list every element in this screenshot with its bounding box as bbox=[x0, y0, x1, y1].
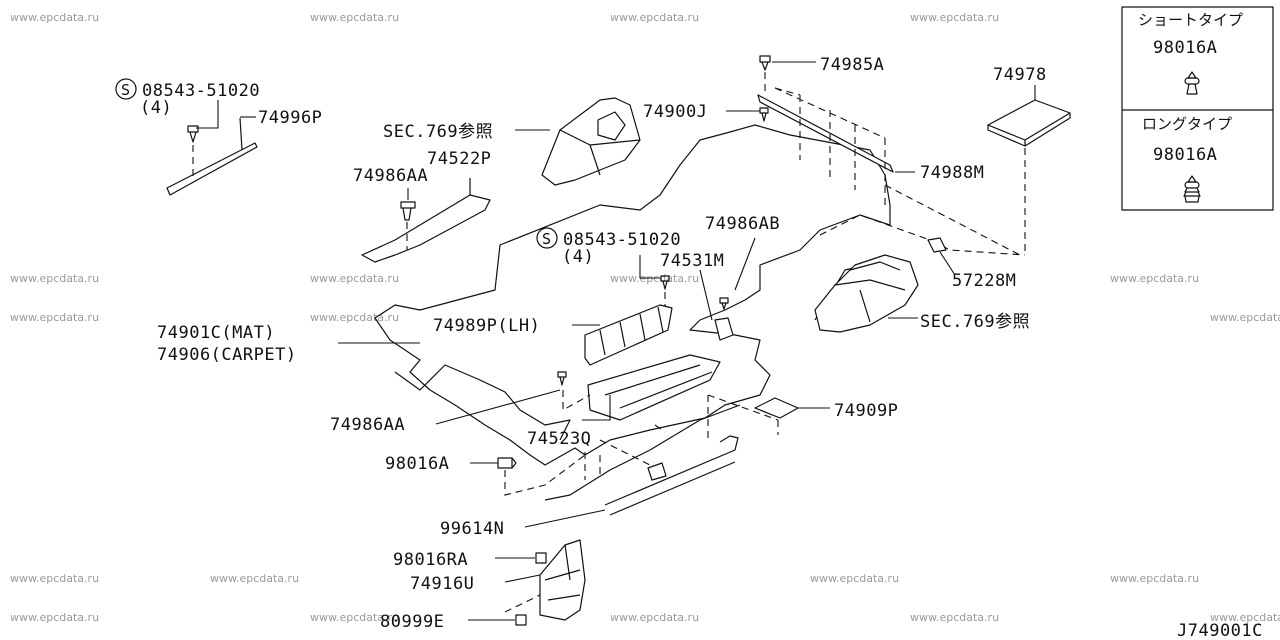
label-qty-4-b: (4) bbox=[562, 247, 594, 267]
watermark: www.epcdata.ru bbox=[10, 611, 99, 624]
watermark: www.epcdata.ru bbox=[10, 572, 99, 585]
watermark: www.epcdata.ru bbox=[210, 572, 299, 585]
watermark: www.epcdata.ru bbox=[910, 611, 999, 624]
legend-frame bbox=[1121, 6, 1274, 211]
watermark: www.epcdata.ru bbox=[910, 11, 999, 24]
part-57228M: 57228M bbox=[927, 237, 1016, 291]
label-74988M: 74988M bbox=[920, 163, 984, 183]
label-80999E: 80999E bbox=[380, 612, 444, 632]
watermark: www.epcdata.ru bbox=[310, 272, 399, 285]
watermark: www.epcdata.ru bbox=[810, 572, 899, 585]
label-74989P-LH: 74989P(LH) bbox=[433, 316, 540, 336]
label-sec769-lower: SEC.769参照 bbox=[920, 312, 1030, 332]
long-clip-icon bbox=[1183, 175, 1201, 203]
short-type-label: ショートタイプ bbox=[1138, 11, 1243, 29]
watermark: www.epcdata.ru bbox=[10, 311, 99, 324]
floor-carpet bbox=[374, 124, 896, 466]
label-qty-4-a: (4) bbox=[140, 98, 172, 118]
long-type-label: ロングタイプ bbox=[1142, 115, 1232, 133]
screw-symbol-letter: S bbox=[542, 230, 551, 248]
label-74900J: 74900J bbox=[643, 102, 707, 122]
label-74901C-mat: 74901C(MAT) bbox=[157, 323, 275, 343]
clip-type-legend: ショートタイプ 98016A ロングタイプ 98016A bbox=[1121, 6, 1274, 211]
label-74523Q: 74523Q bbox=[527, 429, 591, 449]
screw-symbol-icon bbox=[536, 227, 558, 249]
part-74909P: 74909P bbox=[707, 394, 898, 440]
part-98016A: 98016A bbox=[385, 452, 586, 496]
part-74523Q-sill: 74523Q bbox=[527, 354, 721, 449]
watermark: www.epcdata.ru bbox=[1210, 611, 1280, 624]
label-08543-51020-b: 08543-51020 bbox=[563, 230, 681, 250]
short-type-part-number: 98016A bbox=[1153, 38, 1217, 58]
wheelhouse-trim: SEC.769参照 bbox=[814, 254, 1030, 333]
screw-symbol-icon bbox=[115, 78, 137, 100]
label-74522P: 74522P bbox=[427, 149, 491, 169]
label-57228M: 57228M bbox=[952, 271, 1016, 291]
watermark: www.epcdata.ru bbox=[1110, 572, 1199, 585]
screw-08543-51020-middle: S 08543-51020 (4) bbox=[536, 227, 681, 320]
watermark: www.epcdata.ru bbox=[310, 11, 399, 24]
watermark: www.epcdata.ru bbox=[610, 11, 699, 24]
screw-symbol-letter: S bbox=[121, 81, 130, 99]
label-74986AA-upper: 74986AA bbox=[353, 166, 428, 186]
label-74985A: 74985A bbox=[820, 55, 884, 75]
screw-08543-51020-top: S 08543-51020 (4) bbox=[115, 78, 260, 180]
short-clip-icon bbox=[1184, 71, 1200, 95]
watermark: www.epcdata.ru bbox=[310, 611, 399, 624]
part-74986AA-lower: 74986AA bbox=[330, 371, 591, 435]
label-74996P: 74996P bbox=[258, 108, 322, 128]
watermark: www.epcdata.ru bbox=[1110, 272, 1199, 285]
label-74531M: 74531M bbox=[660, 251, 724, 271]
console-upper: SEC.769参照 bbox=[383, 97, 641, 186]
part-74989P-LH: 74989P(LH) bbox=[433, 304, 673, 366]
label-sec769-upper: SEC.769参照 bbox=[383, 122, 493, 142]
watermark: www.epcdata.ru bbox=[1210, 311, 1280, 324]
label-74916U: 74916U bbox=[410, 574, 474, 594]
label-98016RA: 98016RA bbox=[393, 550, 468, 570]
rear-rail-assembly: 74985A 74900J 74988M bbox=[643, 55, 984, 205]
label-74909P: 74909P bbox=[834, 401, 898, 421]
label-74986AB: 74986AB bbox=[705, 214, 780, 234]
watermark: www.epcdata.ru bbox=[310, 311, 399, 324]
part-74978-pad: 74978 bbox=[819, 65, 1071, 256]
label-98016A: 98016A bbox=[385, 454, 449, 474]
label-99614N: 99614N bbox=[440, 519, 504, 539]
part-74522P-panel: 74522P 74986AA bbox=[353, 149, 491, 263]
part-74531M-74986AB: 74986AB 74531M bbox=[660, 214, 780, 341]
long-type-part-number: 98016A bbox=[1153, 145, 1217, 165]
label-74906-carpet: 74906(CARPET) bbox=[157, 345, 297, 365]
watermark: www.epcdata.ru bbox=[10, 272, 99, 285]
diagram-code: J749001C bbox=[1177, 621, 1263, 640]
label-74986AA-lower: 74986AA bbox=[330, 415, 405, 435]
part-99614N: 99614N bbox=[440, 404, 741, 539]
mudflap-assembly: 98016RA 74916U 80999E bbox=[380, 539, 586, 632]
label-08543-51020-a: 08543-51020 bbox=[142, 81, 260, 101]
part-74996P-strip: 74996P bbox=[166, 108, 322, 196]
mat-carpet-labels: 74901C(MAT) 74906(CARPET) bbox=[157, 323, 420, 365]
watermark: www.epcdata.ru bbox=[10, 11, 99, 24]
watermarks: www.epcdata.ru www.epcdata.ru www.epcdat… bbox=[10, 11, 1280, 624]
watermark: www.epcdata.ru bbox=[610, 611, 699, 624]
label-74978: 74978 bbox=[993, 65, 1047, 85]
